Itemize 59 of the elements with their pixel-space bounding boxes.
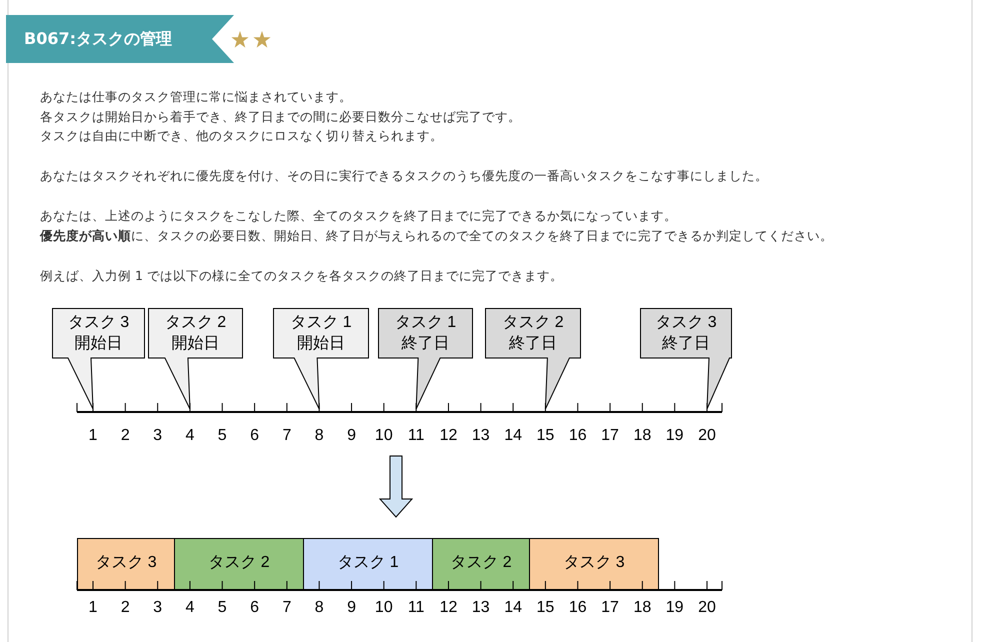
day-number: 1 <box>88 427 98 445</box>
description-text: あなたは仕事のタスク管理に常に悩まされています。 <box>40 89 352 105</box>
callout-box: タスク 2 開始日 <box>148 308 243 410</box>
callout-box: タスク 2 終了日 <box>485 308 581 410</box>
day-number: 8 <box>314 599 325 617</box>
day-number: 10 <box>374 599 394 617</box>
callout-box: タスク 3 終了日 <box>640 308 732 410</box>
day-number: 11 <box>406 599 426 617</box>
day-number: 16 <box>568 427 588 445</box>
day-number: 15 <box>536 427 556 445</box>
day-number: 19 <box>664 599 685 617</box>
day-number: 12 <box>438 427 458 445</box>
day-number: 9 <box>346 599 357 617</box>
day-number: 7 <box>281 599 292 617</box>
task-bar: タスク 3 <box>77 538 175 590</box>
day-number: 2 <box>120 427 131 445</box>
day-number: 20 <box>697 427 717 445</box>
day-number: 5 <box>216 427 228 445</box>
callout-box: タスク 1 開始日 <box>273 308 369 410</box>
description-text: あなたはタスクそれぞれに優先度を付け、その日に実行できるタスクのうち優先度の一番高いタスクをこなす事にしました。 <box>40 168 768 184</box>
task-bar: タスク 2 <box>174 538 304 590</box>
day-number: 3 <box>152 427 164 445</box>
description-text: 例えば、入力例 1 では以下の様に全てのタスクを各タスクの終了日までに完了できます。 <box>40 268 563 284</box>
day-number: 12 <box>438 599 458 617</box>
day-number: 19 <box>664 427 685 445</box>
day-number: 20 <box>697 599 717 617</box>
day-number: 17 <box>600 599 620 617</box>
day-number: 2 <box>120 599 131 617</box>
day-number: 10 <box>374 427 394 445</box>
day-number: 18 <box>632 427 652 445</box>
task-bar: タスク 3 <box>529 538 659 590</box>
callout-box: タスク 3 開始日 <box>52 308 145 410</box>
day-number: 6 <box>249 599 260 617</box>
day-number: 3 <box>152 599 164 617</box>
day-number: 14 <box>503 427 523 445</box>
day-number: 1 <box>88 599 98 617</box>
day-number: 16 <box>568 599 588 617</box>
day-number: 18 <box>632 599 652 617</box>
description-text: タスクは自由に中断でき、他のタスクにロスなく切り替えられます。 <box>40 128 443 144</box>
day-number: 15 <box>536 599 556 617</box>
title-banner: B067:タスクの管理 <box>6 15 234 63</box>
day-number: 14 <box>503 599 523 617</box>
day-number: 9 <box>346 427 357 445</box>
day-number: 8 <box>314 427 325 445</box>
description-text: あなたは、上述のようにタスクをこなした際、全てのタスクを終了日までに完了できるか気になっています。 <box>40 208 677 224</box>
day-number: 13 <box>470 427 491 445</box>
callout-box: タスク 1 終了日 <box>378 308 473 410</box>
description-text: 優先度が高い順に、タスクの必要日数、開始日、終了日が与えられるので全てのタスクを終了日までに完了できるか判定してください。 <box>40 228 833 244</box>
day-number: 7 <box>281 427 292 445</box>
day-number: 11 <box>406 427 426 445</box>
day-number: 4 <box>184 427 196 445</box>
task-bar: タスク 1 <box>303 538 433 590</box>
day-number: 13 <box>470 599 491 617</box>
task-bar: タスク 2 <box>432 538 530 590</box>
day-number: 4 <box>184 599 196 617</box>
day-number: 17 <box>600 427 620 445</box>
description-text: 各タスクは開始日から着手でき、終了日までの間に必要日数分こなせば完了です。 <box>40 109 521 125</box>
day-number: 6 <box>249 427 260 445</box>
day-number: 5 <box>216 599 228 617</box>
